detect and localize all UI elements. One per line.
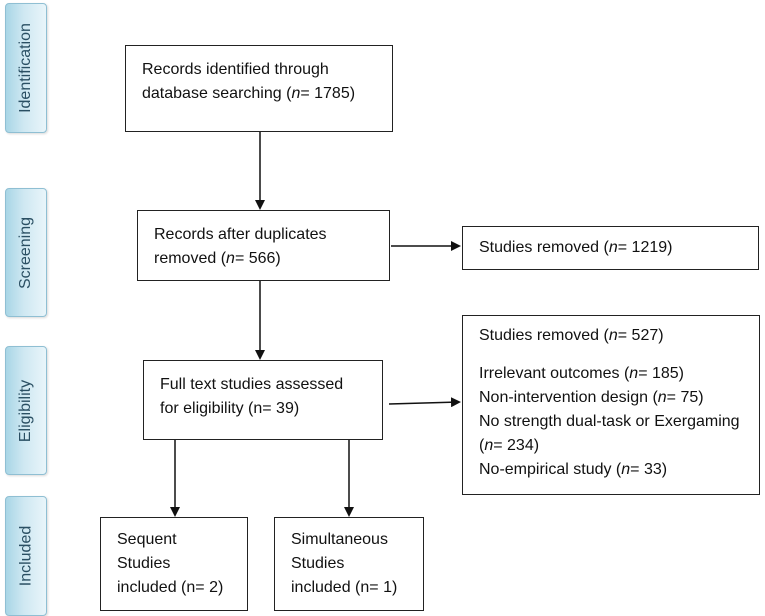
arrow-fulltext-to-removed [388, 397, 461, 408]
sequent-line1: Sequent [117, 531, 177, 548]
reason-1-n: n [657, 389, 667, 406]
records-identified-count: = 1785) [300, 85, 356, 102]
sequent-line3: included (n= 2) [117, 579, 224, 596]
reason-non-intervention: Non-intervention design (n= 75) [479, 386, 759, 410]
records-identified-box: Records identified through database sear… [125, 45, 393, 132]
simultaneous-studies-box: Simultaneous Studies included (n= 1) [274, 517, 424, 611]
studies-removed-screening-box: Studies removed (n= 1219) [462, 226, 759, 270]
reason-4-n: n [621, 461, 631, 478]
phase-identification: Identification [5, 3, 47, 133]
removed-eligibility-prefix: Studies removed ( [479, 327, 609, 344]
reason-3-count: = 234) [493, 437, 540, 454]
duplicates-count: = 566) [234, 250, 281, 267]
simultaneous-line3: included (n= 1) [291, 579, 398, 596]
simultaneous-line2: Studies [291, 555, 345, 572]
records-identified-prefix: database searching ( [142, 85, 292, 102]
phase-screening: Screening [5, 188, 47, 317]
simultaneous-line1: Simultaneous [291, 531, 388, 548]
reason-no-strength-count: (n= 234) [479, 434, 759, 458]
fulltext-line2: for eligibility (n= 39) [160, 400, 300, 417]
removed-eligibility-header: Studies removed (n= 527) [479, 324, 759, 348]
removed-screening-count: = 1219) [617, 239, 673, 256]
duplicates-line2: removed (n= 566) [154, 247, 389, 271]
reason-no-empirical: No-empirical study (n= 33) [479, 458, 759, 482]
records-identified-n: n [291, 85, 301, 102]
reason-3-prefix: ( [479, 437, 485, 454]
reason-0-count: = 185) [638, 365, 684, 382]
duplicates-n: n [226, 250, 235, 267]
reason-no-strength-dual-task: No strength dual-task or Exergaming [479, 413, 740, 430]
reason-3-n: n [484, 437, 494, 454]
reason-irrelevant-outcomes: Irrelevant outcomes (n= 185) [479, 362, 759, 386]
records-after-duplicates-box: Records after duplicates removed (n= 566… [137, 210, 390, 281]
phase-included: Included [5, 496, 47, 616]
removed-eligibility-count: = 527) [617, 327, 664, 344]
full-text-assessed-box: Full text studies assessed for eligibili… [143, 360, 383, 440]
reason-0-prefix: Irrelevant outcomes ( [479, 365, 630, 382]
studies-removed-eligibility-box: Studies removed (n= 527) Irrelevant outc… [462, 315, 760, 495]
reason-1-count: = 75) [666, 389, 704, 406]
reason-1-prefix: Non-intervention design ( [479, 389, 658, 406]
fulltext-line1: Full text studies assessed [160, 376, 344, 393]
removed-eligibility-n: n [608, 327, 618, 344]
duplicates-line1: Records after duplicates [154, 226, 327, 243]
removed-screening-n: n [608, 239, 618, 256]
reason-4-prefix: No-empirical study ( [479, 461, 622, 478]
reason-0-n: n [629, 365, 639, 382]
removed-screening-prefix: Studies removed ( [479, 239, 609, 256]
sequent-line2: Studies [117, 555, 171, 572]
removed-screening-text: Studies removed (n= 1219) [479, 236, 758, 260]
phase-eligibility: Eligibility [5, 346, 47, 475]
duplicates-prefix: removed ( [154, 250, 227, 267]
sequent-studies-box: Sequent Studies included (n= 2) [100, 517, 248, 611]
reason-4-count: = 33) [630, 461, 668, 478]
records-identified-line2: database searching (n= 1785) [142, 82, 392, 106]
records-identified-line1: Records identified through [142, 61, 329, 78]
